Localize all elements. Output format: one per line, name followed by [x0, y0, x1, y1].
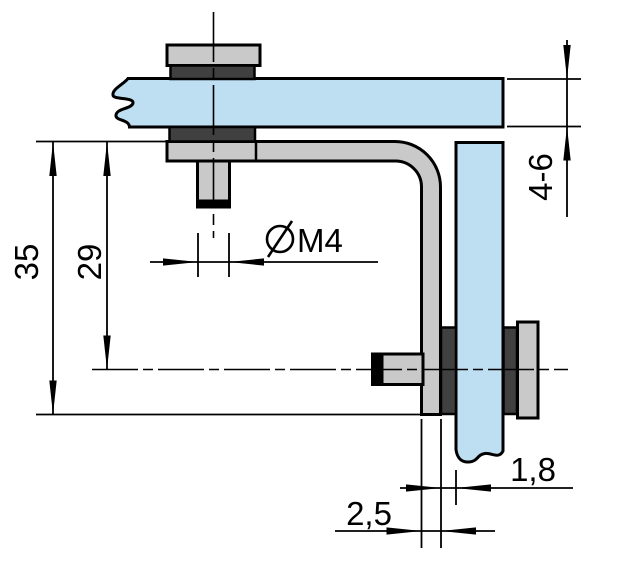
diameter-symbol-icon	[265, 220, 295, 258]
arrow-up-icon	[49, 142, 57, 176]
top-gasket-upper	[169, 64, 256, 81]
dimension-text-4-6: 4-6	[522, 153, 559, 201]
arrow-right-icon	[406, 484, 441, 492]
dimension-m4: M4	[150, 220, 378, 277]
arrow-down-icon	[103, 335, 111, 370]
dimension-text-35: 35	[8, 244, 45, 281]
arrow-down-icon	[49, 380, 57, 415]
dimension-text-29: 29	[71, 244, 108, 281]
arrow-right-icon	[163, 258, 198, 266]
side-gasket-right	[502, 326, 519, 416]
arrow-down-icon	[563, 45, 571, 79]
dimension-text-2-5: 2,5	[346, 495, 392, 532]
dimension-29: 29	[71, 141, 111, 370]
arrow-up-icon	[103, 142, 111, 176]
arrow-up-icon	[563, 126, 571, 161]
dimension-text-m4: M4	[297, 222, 343, 259]
clamp-bracket	[165, 140, 442, 416]
arrow-left-icon	[441, 527, 476, 535]
arrow-right-icon	[386, 527, 422, 535]
arrow-left-icon	[456, 484, 491, 492]
dimension-4-6: 4-6	[507, 40, 581, 217]
dimension-text-1-8: 1,8	[510, 451, 556, 488]
side-gasket-left	[439, 326, 458, 416]
arrow-left-icon	[229, 258, 264, 266]
dimension-1-8: 1,8	[400, 451, 573, 505]
dimension-2-5: 2,5	[335, 419, 495, 548]
top-glass-panel	[111, 77, 505, 129]
dimension-35: 35	[8, 140, 440, 416]
vertical-glass-panel	[454, 141, 505, 464]
top-gasket-lower	[168, 125, 257, 143]
